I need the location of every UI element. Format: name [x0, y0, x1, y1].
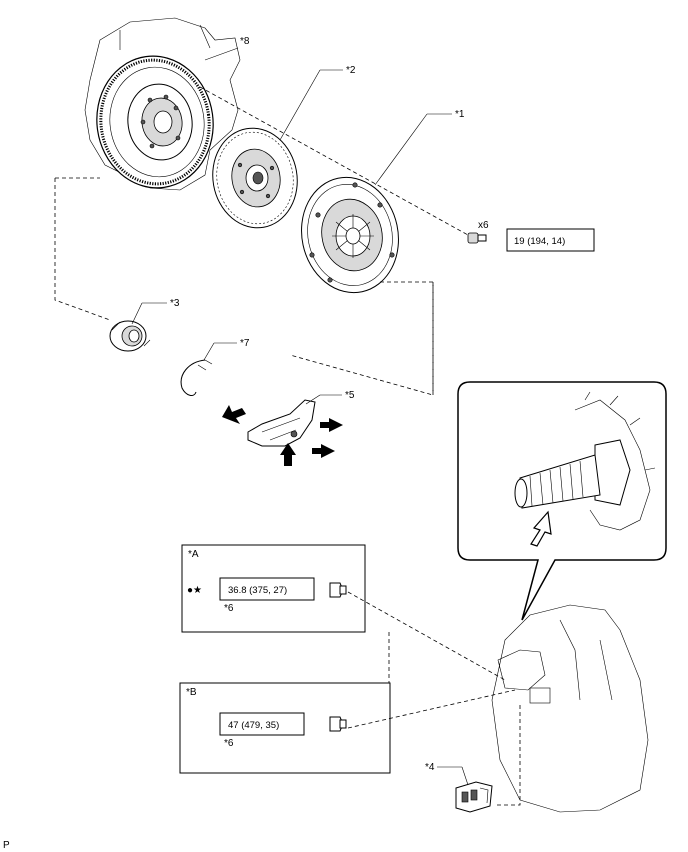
bolt-quantity: x6 [478, 220, 489, 231]
torque-variant-a: 36.8 (375, 27) [228, 585, 287, 596]
grease-arrow-3 [280, 443, 296, 466]
torque-variant-b: 47 (479, 35) [228, 720, 279, 731]
flywheel [84, 17, 241, 191]
label-transaxle-part: *4 [425, 762, 435, 773]
label-release-fork: *5 [345, 390, 355, 401]
label-flywheel: *8 [240, 36, 250, 47]
variant-a-symbols: ●★ [187, 585, 202, 596]
grease-arrow-4 [312, 444, 335, 458]
variant-a-header: *A [188, 549, 199, 560]
variant-b-note: *6 [224, 738, 234, 749]
clutch-cover [301, 176, 399, 294]
cover-bolt [467, 232, 487, 244]
inspect-arrow [530, 510, 552, 547]
footer-code: P [3, 840, 10, 851]
label-clutch-disc: *2 [346, 65, 356, 76]
release-bearing [109, 320, 151, 352]
variant-a-note: *6 [224, 603, 234, 614]
torque-cover-bolts: 19 (194, 14) [514, 236, 565, 247]
release-fork [247, 399, 316, 447]
transaxle-sensor [455, 781, 493, 813]
label-clip: *7 [240, 338, 250, 349]
label-release-bearing: *3 [170, 298, 180, 309]
label-clutch-cover: *1 [455, 109, 465, 120]
grease-arrow-1 [222, 405, 246, 424]
transaxle-housing [491, 604, 649, 813]
variant-b-panel [179, 682, 391, 774]
grease-arrow-2 [320, 418, 343, 432]
torque-box-cover-bolts [506, 228, 595, 252]
variant-b-header: *B [186, 687, 197, 698]
zoom-callout [457, 381, 667, 621]
clutch-disc [212, 127, 298, 229]
variant-a-panel [181, 544, 366, 633]
